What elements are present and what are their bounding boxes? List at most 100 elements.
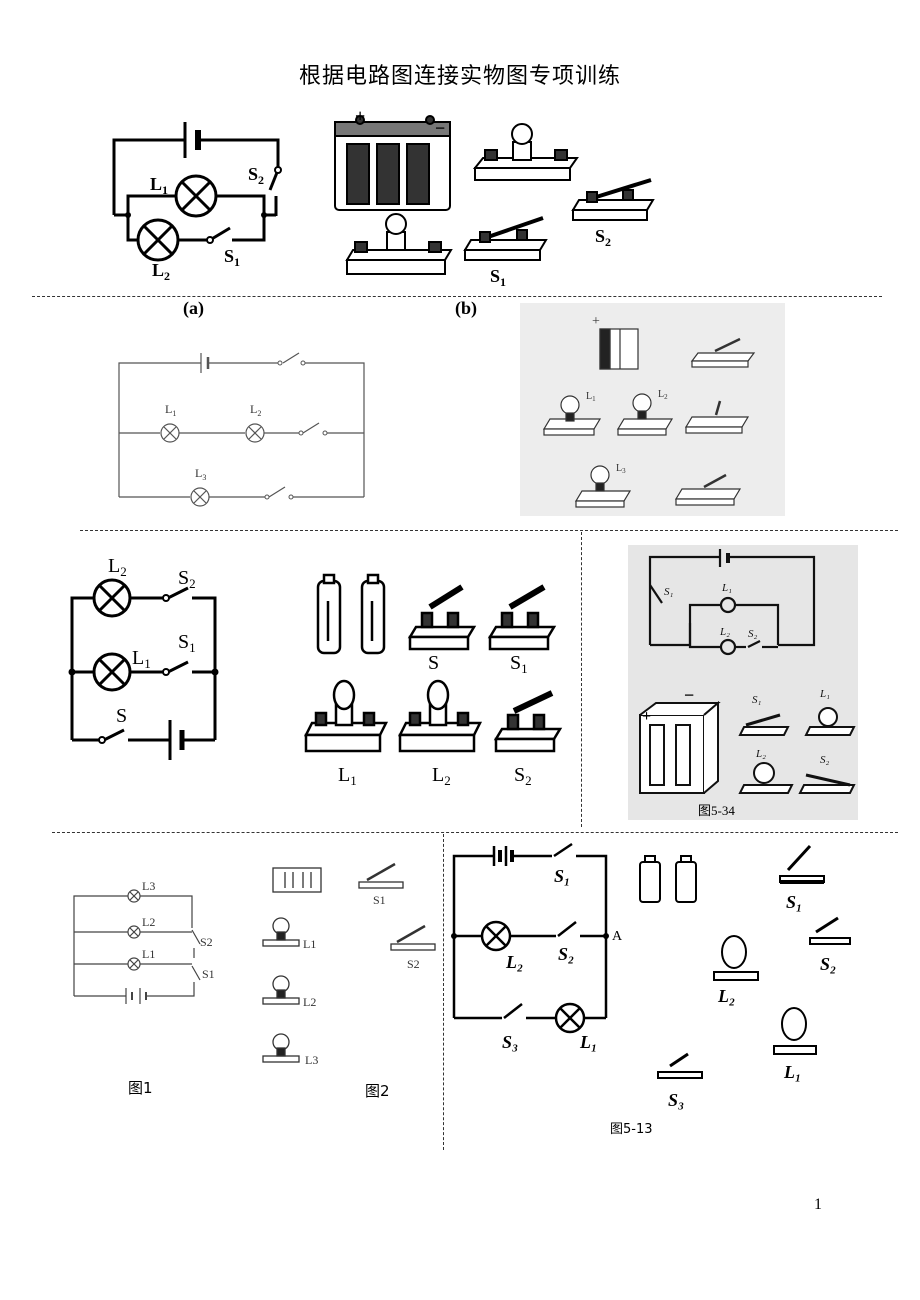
- label-L1: L1: [338, 764, 357, 788]
- label-S1: S1: [510, 652, 528, 676]
- label-S1: S1: [202, 967, 215, 981]
- battery-icon: [272, 867, 322, 893]
- label-S1: S₁: [554, 866, 570, 886]
- problem4-drawing: S₁ L₁ L₂ S₂ + − S₁ L₁ L₂ S₂ 图5-34: [639, 549, 856, 818]
- point-A-label: A: [612, 929, 623, 944]
- lamp-icon: [574, 465, 632, 508]
- problem2-circuit-diagram: L1 L2 L3: [118, 352, 365, 507]
- label-S2: S₂: [820, 754, 830, 766]
- caption-a: (a): [183, 298, 204, 318]
- label-L2: L2: [303, 995, 316, 1009]
- plus-label: +: [355, 106, 365, 126]
- label-L3: L3: [305, 1053, 318, 1067]
- label-S2: S2: [248, 164, 264, 187]
- minus-label: −: [435, 118, 445, 138]
- lamp-holder-icon: [472, 123, 579, 181]
- dry-cell-icon: [675, 855, 697, 903]
- knife-switch-icon: [463, 216, 548, 261]
- label-L2: L2: [152, 260, 170, 283]
- lamp-icon: [616, 393, 674, 436]
- label-S1: S1: [490, 266, 506, 289]
- figure-caption: 图5-34: [698, 803, 735, 818]
- page-title: 根据电路图连接实物图专项训练: [298, 64, 621, 89]
- lamp-holder-icon: [345, 213, 453, 275]
- lamp-holder-icon: [303, 679, 389, 753]
- lamp-holder-icon: [397, 679, 483, 753]
- problem6-circuit-diagram: S₁ S₂ S₃ L₂ L₁ A: [451, 842, 623, 1052]
- section-divider: [52, 832, 898, 833]
- column-divider: [443, 834, 444, 1150]
- dry-cell-icon: [639, 855, 661, 903]
- dry-cell-icon: [360, 573, 386, 655]
- section-divider: [32, 296, 882, 297]
- label-L2: L2: [142, 915, 155, 929]
- label-L3: L3: [616, 463, 626, 475]
- switch-icon: [690, 337, 756, 368]
- label-S1: S₁: [752, 694, 762, 706]
- label-L2: L2: [250, 402, 261, 418]
- label-S2: S₂: [748, 628, 758, 640]
- lamp-icon: [262, 917, 300, 947]
- battery-pack-icon: [639, 700, 721, 794]
- label-S: S: [116, 705, 127, 727]
- page-number: 1: [814, 1196, 822, 1213]
- lamp-icon: [262, 975, 300, 1005]
- label-S1: S1: [224, 246, 240, 269]
- caption-b: (b): [455, 298, 477, 318]
- label-L1: L₁: [579, 1032, 597, 1052]
- knife-switch-icon: [407, 584, 477, 651]
- label-S1: S₁: [664, 586, 674, 598]
- knife-switch-icon: [487, 584, 557, 651]
- lamp-icon: [773, 1007, 817, 1055]
- lamp-icon: [738, 762, 794, 794]
- switch-icon: [809, 916, 851, 945]
- label-S: S: [428, 652, 439, 674]
- figure-1-caption: 图1: [128, 1079, 153, 1097]
- dry-cell-icon: [316, 573, 342, 655]
- switch-icon: [779, 844, 825, 884]
- battery-pack-icon: [334, 115, 451, 211]
- minus-label: −: [684, 685, 694, 705]
- label-S2: S2: [407, 957, 420, 971]
- problem2-components-drawing: + L1 L2 L3: [542, 314, 756, 508]
- switch-icon: [684, 400, 750, 434]
- battery-icon: [599, 328, 639, 370]
- label-L2: L2: [108, 555, 127, 579]
- label-L1: L1: [142, 947, 155, 961]
- figure-2-caption: 图2: [365, 1082, 390, 1100]
- switch-icon: [738, 713, 790, 736]
- problem3-circuit-diagram: L2 S2 L1 S1 S: [68, 555, 219, 760]
- label-L1: L1: [165, 402, 176, 418]
- label-S2: S₂: [820, 954, 836, 974]
- problem5-circuit-diagram: L3 L2 L1 S2 S1: [73, 879, 215, 1004]
- problem5-components-drawing: S1 S2 L1 L2 L3: [262, 862, 436, 1067]
- plus-label: +: [642, 708, 651, 725]
- switch-icon: [798, 773, 856, 794]
- label-L1: L1: [586, 391, 596, 403]
- lamp-icon: [713, 935, 759, 981]
- label-L1: L₁: [783, 1062, 801, 1082]
- label-L2: L₂: [719, 626, 730, 638]
- column-divider: [581, 532, 582, 827]
- label-L2: L₂: [717, 986, 735, 1006]
- lamp-icon: [262, 1033, 300, 1063]
- label-S3: S₃: [502, 1032, 518, 1052]
- label-L2: L2: [432, 764, 451, 788]
- label-L1: L1: [132, 647, 151, 671]
- lamp-icon: [542, 395, 602, 436]
- label-S2: S2: [200, 935, 213, 949]
- knife-switch-icon: [571, 178, 655, 221]
- label-S1: S₁: [786, 892, 802, 912]
- label-L2: L2: [658, 389, 668, 401]
- label-S2: S₂: [558, 944, 574, 964]
- lamp-icon: [804, 707, 856, 736]
- label-S1: S1: [178, 631, 196, 655]
- label-L1: L₁: [819, 688, 830, 700]
- label-L3: L3: [142, 879, 155, 893]
- section-divider: [80, 530, 898, 531]
- knife-switch-icon: [493, 690, 563, 753]
- figure-5-13-caption: 图5-13: [610, 1122, 653, 1137]
- label-L1: L1: [303, 937, 316, 951]
- problem1-circuit-diagram: L1 S2 L2 S1: [112, 122, 282, 283]
- label-S1: S1: [373, 893, 386, 907]
